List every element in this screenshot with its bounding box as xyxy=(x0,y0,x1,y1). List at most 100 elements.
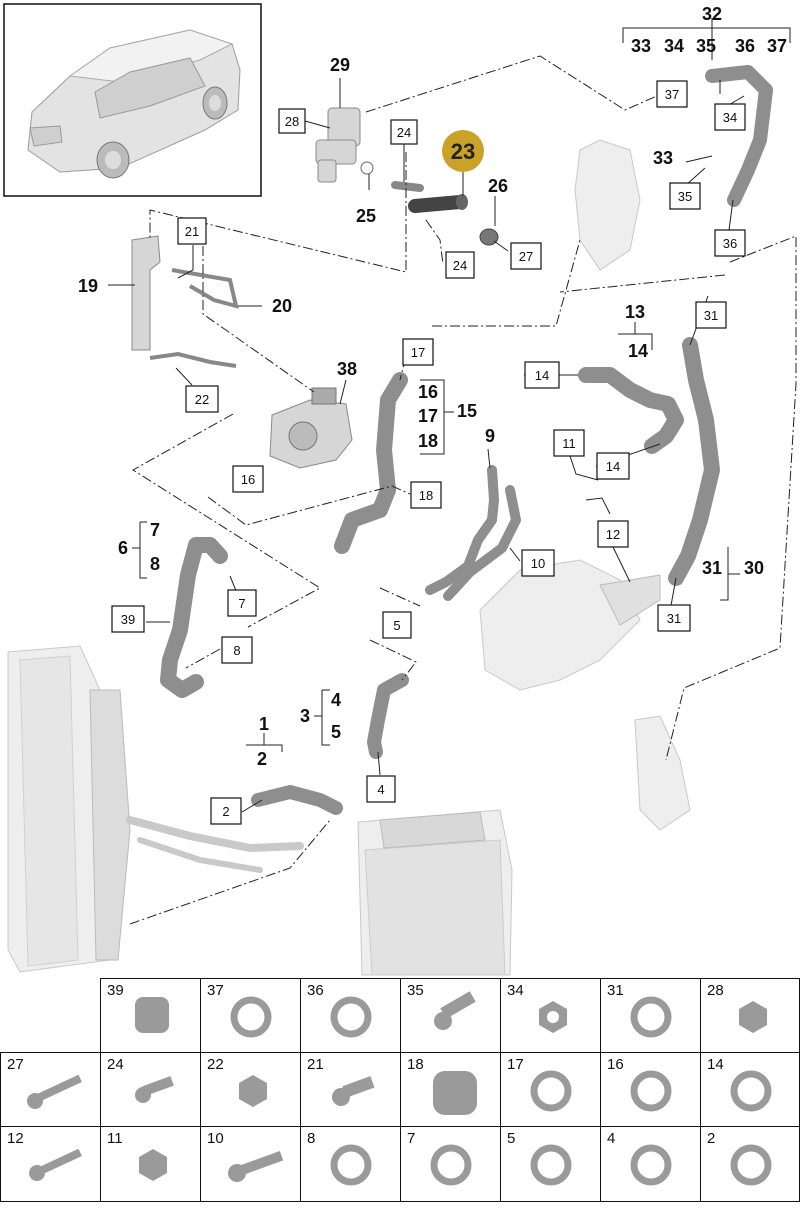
part-cell: 17 xyxy=(501,1053,601,1127)
box-27: 27 xyxy=(510,242,542,270)
label-6: 6 xyxy=(118,538,128,558)
label-h37: 37 xyxy=(767,36,787,56)
box-22: 22 xyxy=(185,385,219,413)
part-cell: 12 xyxy=(1,1127,101,1202)
svg-text:36: 36 xyxy=(723,236,737,251)
label-23: 23 xyxy=(451,139,475,164)
part-cell: 18 xyxy=(401,1053,501,1127)
part-cell: 28 xyxy=(701,979,800,1053)
svg-text:4: 4 xyxy=(377,782,384,797)
label-g18: 18 xyxy=(418,431,438,451)
boxed-callouts: 28 24 24 27 21 22 16 18 17 14 14 11 12 1… xyxy=(111,80,746,825)
box-18: 18 xyxy=(410,481,442,509)
label-g16: 16 xyxy=(418,382,438,402)
box-31b: 31 xyxy=(657,604,691,632)
svg-text:5: 5 xyxy=(393,618,400,633)
label-g14: 14 xyxy=(628,341,648,361)
label-38: 38 xyxy=(337,359,357,379)
part-cell: 27 xyxy=(1,1053,101,1127)
part-cell: 8 xyxy=(301,1127,401,1202)
box-34: 34 xyxy=(714,103,746,131)
box-2: 2 xyxy=(210,797,242,825)
label-32: 32 xyxy=(702,4,722,24)
box-28: 28 xyxy=(278,108,306,134)
label-25: 25 xyxy=(356,206,376,226)
label-3: 3 xyxy=(300,706,310,726)
part-cell: 2 xyxy=(701,1127,800,1202)
box-12: 12 xyxy=(597,520,629,548)
label-13: 13 xyxy=(625,302,645,322)
leader-lines xyxy=(129,55,797,925)
label-33: 33 xyxy=(653,148,673,168)
box-35: 35 xyxy=(669,182,701,210)
part-cell: 7 xyxy=(401,1127,501,1202)
label-h34: 34 xyxy=(664,36,684,56)
parts-diagram: 23 29 26 25 19 20 38 16 17 18 15 13 14 9… xyxy=(3,3,797,976)
svg-text:14: 14 xyxy=(535,368,549,383)
pump-38 xyxy=(269,387,353,469)
part-cell: 21 xyxy=(301,1053,401,1127)
pipes-9-10-b xyxy=(443,485,521,601)
hose-7-8 xyxy=(160,537,228,698)
svg-text:31: 31 xyxy=(704,308,718,323)
bracket-assembly-center xyxy=(479,559,661,691)
hose-31 xyxy=(668,337,720,586)
box-24b: 24 xyxy=(445,251,475,279)
box-14b: 14 xyxy=(596,452,630,480)
left-radiator xyxy=(7,645,131,973)
box-5: 5 xyxy=(382,611,412,639)
svg-text:16: 16 xyxy=(241,472,255,487)
part-cell: 35 xyxy=(401,979,501,1053)
valve-assembly xyxy=(315,107,374,183)
label-g5: 5 xyxy=(331,722,341,742)
box-14a: 14 xyxy=(524,361,560,389)
svg-text:39: 39 xyxy=(121,612,135,627)
svg-text:8: 8 xyxy=(233,643,240,658)
part-cell: 14 xyxy=(701,1053,800,1127)
label-g8: 8 xyxy=(150,554,160,574)
label-g31: 31 xyxy=(702,558,722,578)
clamp-24 xyxy=(391,181,424,192)
box-37: 37 xyxy=(656,80,688,108)
parts-row-2: 27 24 22 21 18 17 16 14 xyxy=(0,1052,800,1127)
hose-16-17-18 xyxy=(334,372,408,554)
label-h36: 36 xyxy=(735,36,755,56)
svg-text:35: 35 xyxy=(678,189,692,204)
svg-text:27: 27 xyxy=(519,249,533,264)
box-7: 7 xyxy=(227,589,257,617)
part-cell: 11 xyxy=(101,1127,201,1202)
label-g4: 4 xyxy=(331,690,341,710)
hose-2 xyxy=(251,785,343,815)
hose-4-5 xyxy=(367,673,409,759)
bracket-19 xyxy=(131,235,239,368)
part-cell: 4 xyxy=(601,1127,701,1202)
box-39: 39 xyxy=(111,605,145,633)
solid-leaders xyxy=(108,78,745,813)
part-cell: 34 xyxy=(501,979,601,1053)
parts-table: 39 37 36 35 34 31 28 27 24 22 21 18 17 1… xyxy=(0,978,800,1203)
label-g7: 7 xyxy=(150,520,160,540)
coolant-reservoir xyxy=(634,715,691,831)
svg-text:28: 28 xyxy=(285,114,299,129)
label-30: 30 xyxy=(744,558,764,578)
label-15: 15 xyxy=(457,401,477,421)
box-8: 8 xyxy=(221,636,253,664)
svg-text:7: 7 xyxy=(238,596,245,611)
pipes-9-10 xyxy=(425,465,499,595)
box-24a: 24 xyxy=(390,119,418,145)
vehicle-thumbnail xyxy=(3,3,262,197)
label-26: 26 xyxy=(488,176,508,196)
highlight-badge-23: 23 xyxy=(442,130,484,172)
svg-text:17: 17 xyxy=(411,345,425,360)
label-19: 19 xyxy=(78,276,98,296)
box-17: 17 xyxy=(402,338,434,366)
parts-row-3: 12 11 10 8 7 5 4 2 xyxy=(0,1126,800,1202)
svg-text:34: 34 xyxy=(723,110,737,125)
svg-text:31: 31 xyxy=(667,611,681,626)
svg-text:24: 24 xyxy=(397,125,411,140)
box-4: 4 xyxy=(366,775,396,803)
part-cell: 36 xyxy=(301,979,401,1053)
box-16: 16 xyxy=(232,465,264,493)
box-31a: 31 xyxy=(695,301,727,329)
svg-text:24: 24 xyxy=(453,258,467,273)
